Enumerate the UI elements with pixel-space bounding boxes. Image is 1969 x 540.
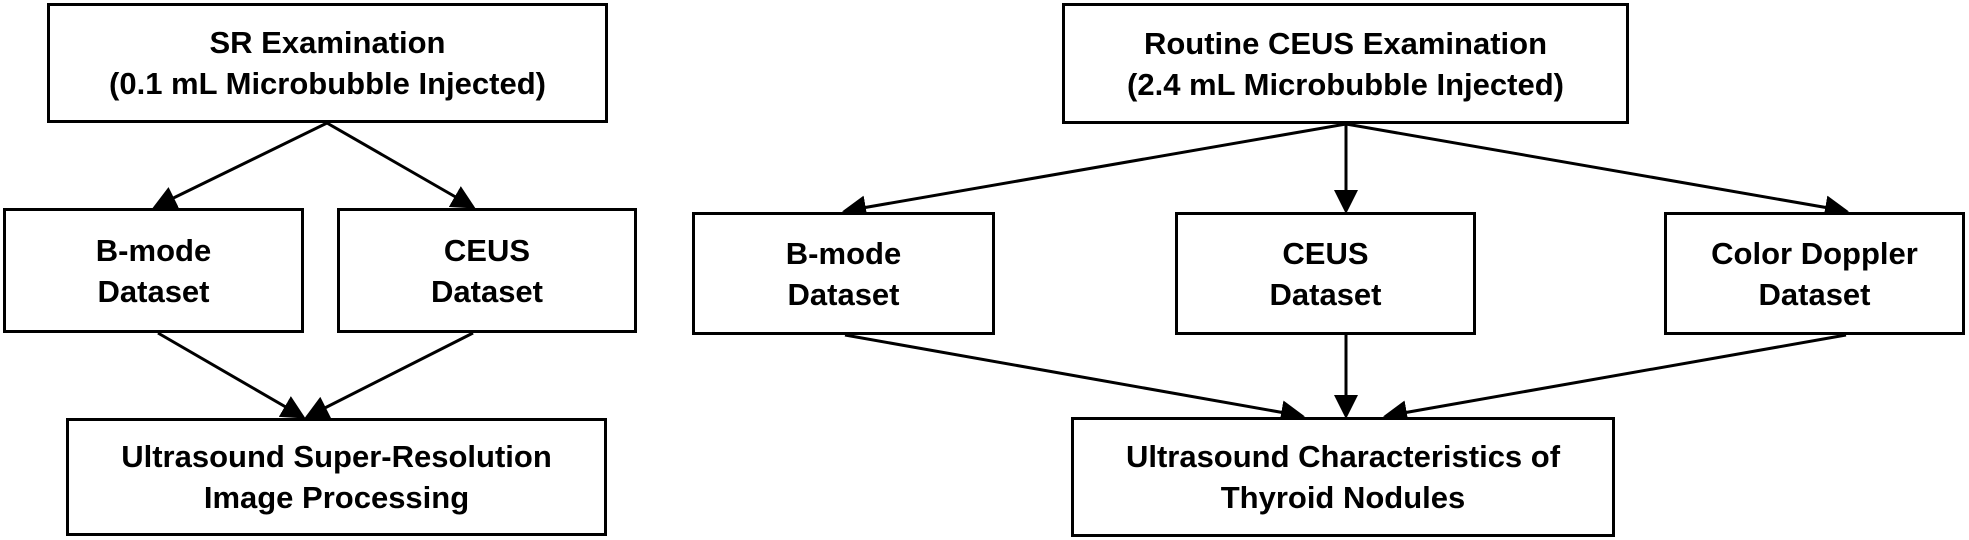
arrow-right-bmode-to-characteristics bbox=[844, 333, 1305, 425]
arrow-sr-to-left-bmode bbox=[152, 121, 328, 209]
left-bmode-dataset-box: B-mode Dataset bbox=[3, 208, 304, 333]
routine-ceus-dose: (2.4 mL Microbubble Injected) bbox=[1127, 66, 1564, 102]
right-ceus-dataset-label: Dataset bbox=[1269, 276, 1382, 312]
right-ceus-dataset-box: CEUS Dataset bbox=[1175, 212, 1476, 335]
right-ceus-label: CEUS bbox=[1282, 235, 1369, 271]
arrow-left-bmode-to-sr-processing bbox=[157, 331, 306, 419]
right-bmode-dataset-label: Dataset bbox=[787, 276, 900, 312]
color-doppler-dataset-box: Color Doppler Dataset bbox=[1664, 212, 1965, 335]
left-ceus-dataset-label: Dataset bbox=[431, 273, 543, 309]
left-ceus-dataset-box: CEUS Dataset bbox=[337, 208, 637, 333]
color-doppler-label: Color Doppler bbox=[1711, 235, 1918, 271]
color-doppler-dataset-label: Dataset bbox=[1758, 276, 1871, 312]
routine-ceus-examination-box: Routine CEUS Examination (2.4 mL Microbu… bbox=[1062, 3, 1629, 124]
sr-processing-line1: Ultrasound Super-Resolution bbox=[121, 439, 552, 474]
sr-processing-box: Ultrasound Super-Resolution Image Proces… bbox=[66, 418, 607, 536]
arrow-left-ceus-to-sr-processing bbox=[304, 331, 474, 419]
left-ceus-label: CEUS bbox=[443, 232, 531, 268]
sr-examination-box: SR Examination (0.1 mL Microbubble Injec… bbox=[47, 3, 608, 123]
right-bmode-dataset-box: B-mode Dataset bbox=[692, 212, 995, 335]
right-bmode-label: B-mode bbox=[785, 235, 902, 271]
arrow-routine-to-doppler bbox=[1345, 122, 1849, 220]
thyroid-characteristics-line1: Ultrasound Characteristics of bbox=[1125, 439, 1561, 474]
thyroid-characteristics-box: Ultrasound Characteristics of Thyroid No… bbox=[1071, 417, 1615, 537]
sr-processing-line2: Image Processing bbox=[203, 480, 470, 515]
sr-examination-dose: (0.1 mL Microbubble Injected) bbox=[109, 66, 546, 101]
left-bmode-label: B-mode bbox=[95, 232, 212, 268]
thyroid-characteristics-line2: Thyroid Nodules bbox=[1220, 480, 1466, 515]
arrow-doppler-to-characteristics bbox=[1383, 333, 1847, 425]
arrow-sr-to-left-ceus bbox=[326, 121, 476, 209]
routine-ceus-title: Routine CEUS Examination bbox=[1143, 25, 1548, 61]
left-bmode-dataset-label: Dataset bbox=[97, 273, 210, 309]
arrow-routine-to-right-bmode bbox=[842, 122, 1347, 220]
sr-examination-title: SR Examination bbox=[209, 25, 446, 60]
